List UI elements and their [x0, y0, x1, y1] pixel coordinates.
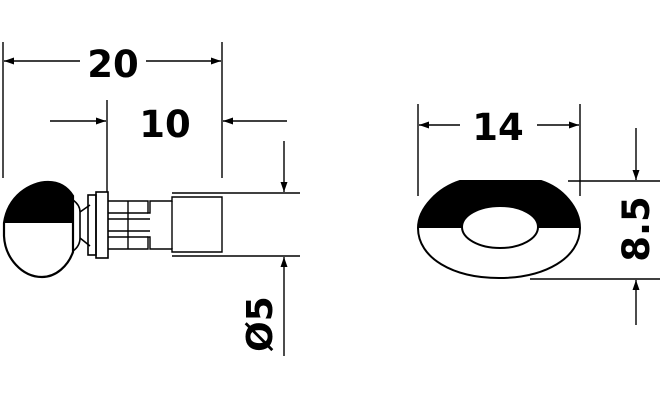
- cap-dark-top: [418, 181, 580, 228]
- cap-front: [416, 180, 582, 280]
- front-view: [416, 104, 660, 325]
- dim-label-shank-length: 10: [139, 103, 191, 146]
- knob-dark-top: [4, 182, 73, 223]
- cap-hole: [461, 205, 539, 249]
- dim-label-shank-diameter: Ø5: [240, 296, 281, 352]
- side-view: [2, 42, 300, 356]
- knob-head: [2, 180, 75, 279]
- dim-label-overall-length: 20: [87, 43, 139, 86]
- knob-neck: [72, 191, 109, 259]
- cap-outline: [416, 180, 582, 280]
- dowel-shank: [108, 196, 223, 253]
- dim-label-cap-height: 8.5: [615, 196, 658, 262]
- knob-outline: [2, 180, 75, 279]
- dim-label-cap-width: 14: [472, 106, 524, 149]
